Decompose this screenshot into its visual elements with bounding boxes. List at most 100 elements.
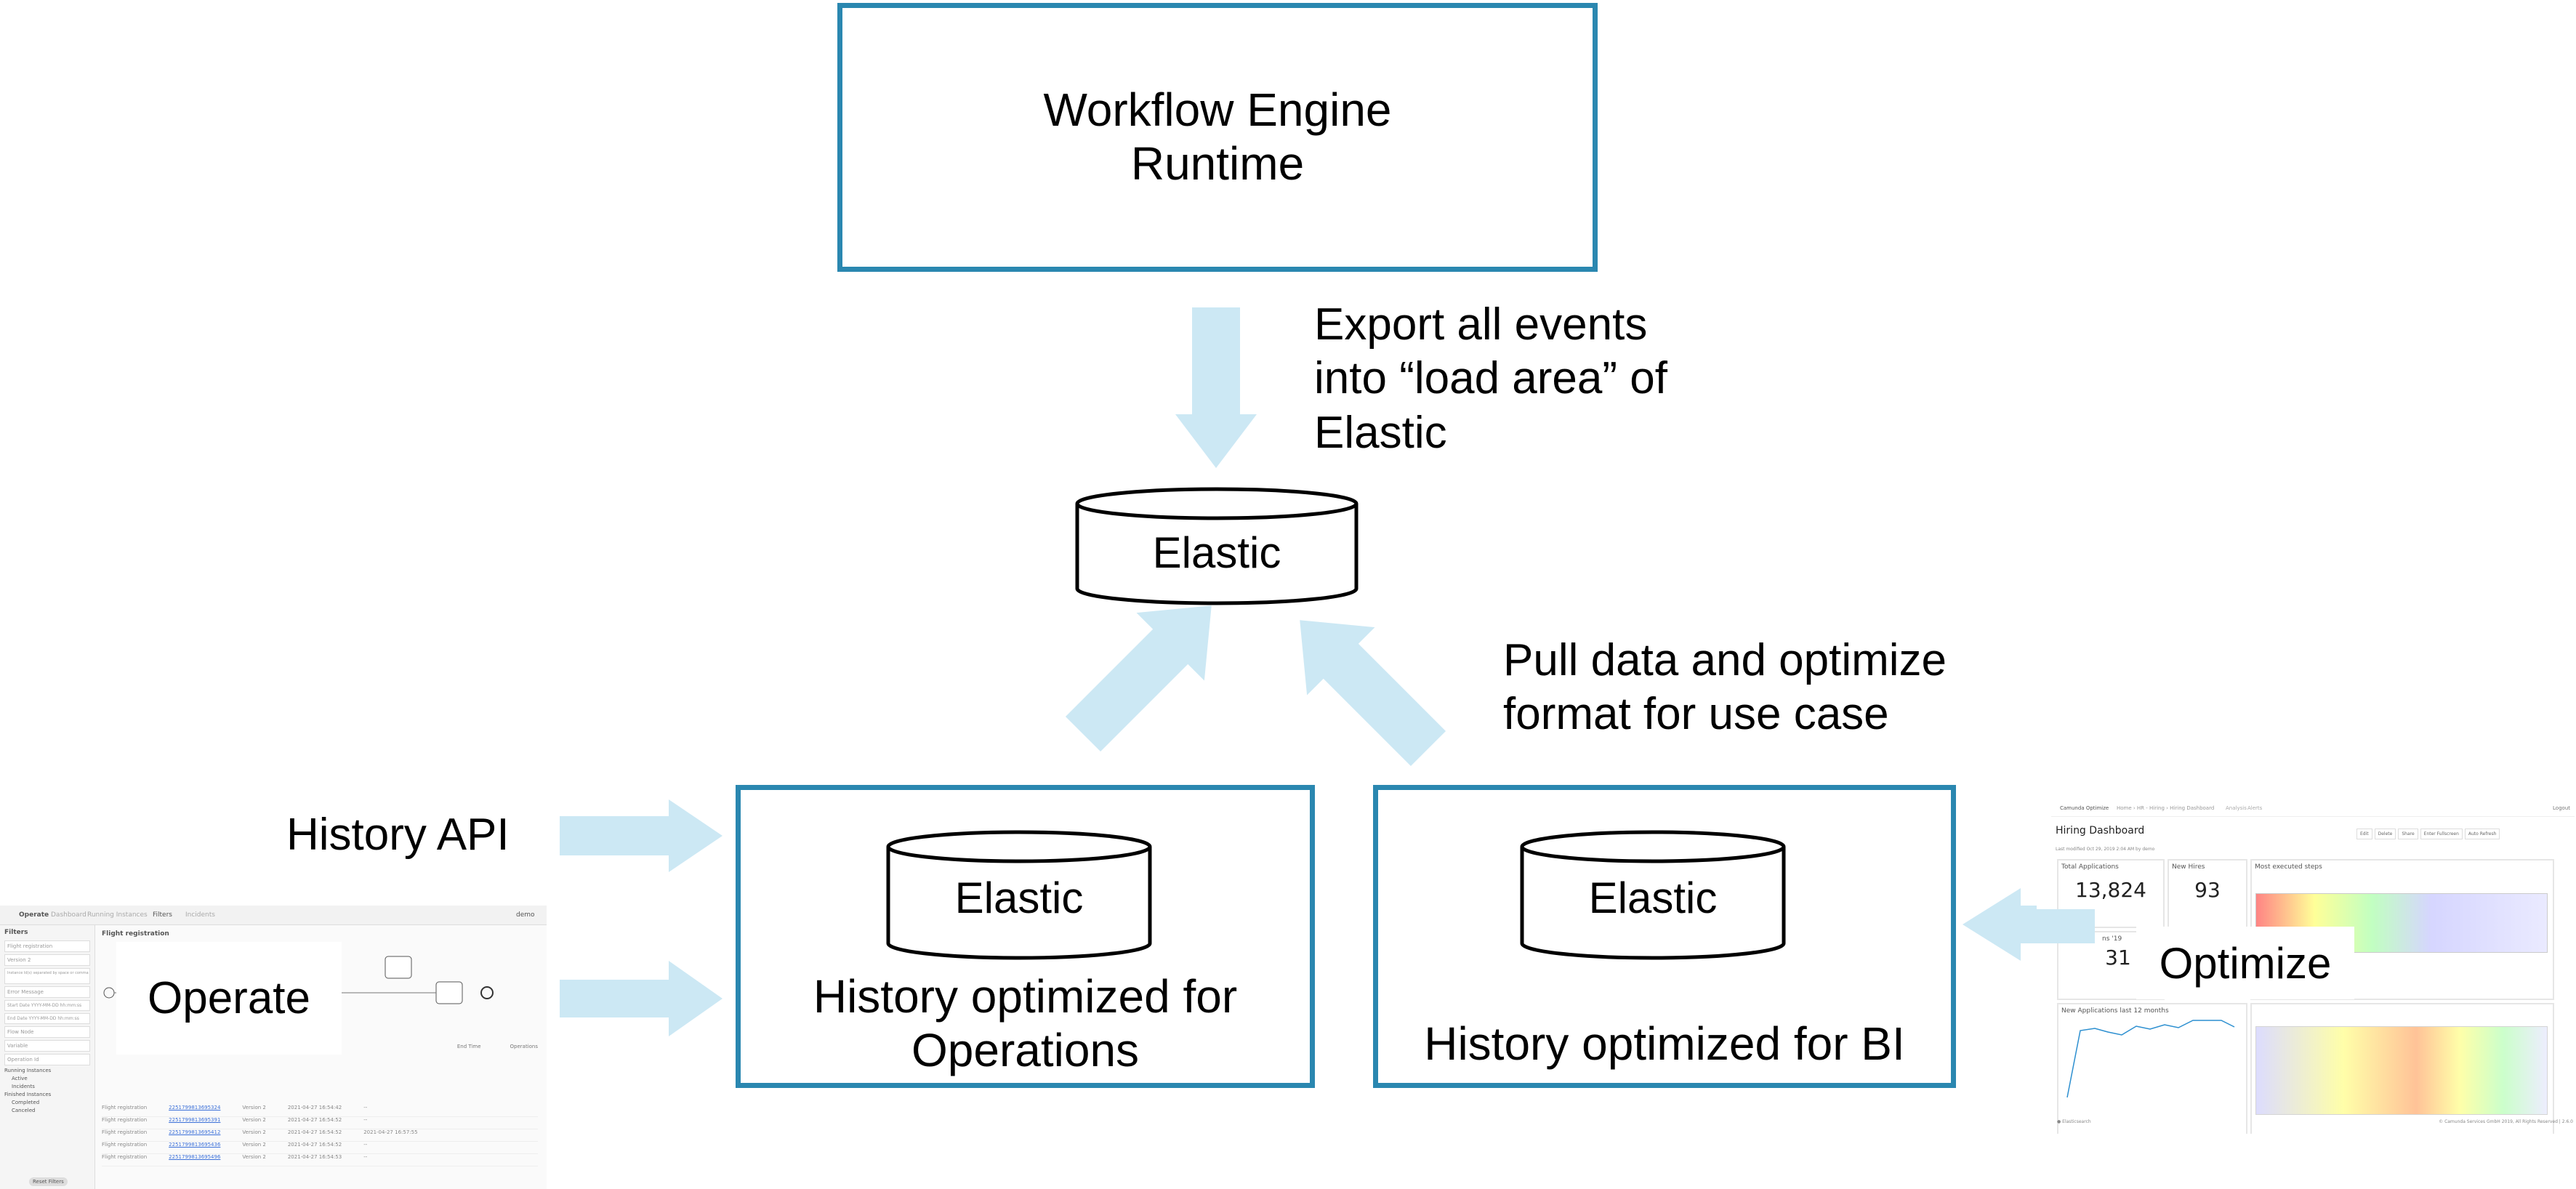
pull-note: Pull data and optimize format for use ca…: [1503, 634, 1947, 742]
optimize-button-enter-fullscreen[interactable]: Enter Fullscreen: [2420, 829, 2463, 839]
heatmap-diagram-2: [2255, 1026, 2548, 1115]
row-version: Version 2: [242, 1105, 266, 1111]
operate-check-finished[interactable]: Finished Instances: [4, 1092, 52, 1097]
row-version: Version 2: [242, 1154, 266, 1160]
optimize-nav-alerts[interactable]: Alerts: [2247, 805, 2263, 811]
row-end: --: [363, 1117, 368, 1123]
optimize-button-delete[interactable]: Delete: [2374, 829, 2396, 839]
runtime-line1: Workflow Engine: [1043, 84, 1392, 137]
row-name: Flight registration: [102, 1105, 148, 1111]
row-id[interactable]: 2251799813695412: [169, 1129, 221, 1135]
row-version: Version 2: [242, 1129, 266, 1135]
operate-nav-filters[interactable]: Filters: [153, 911, 172, 919]
operate-check-completed[interactable]: Completed: [12, 1100, 40, 1105]
optimize-arrow-tail: [2037, 909, 2095, 943]
optimize-footer-right: © Camunda Services GmbH 2019, All Rights…: [2439, 1119, 2573, 1124]
optimize-brand[interactable]: Camunda Optimize: [2060, 805, 2109, 811]
row-end: --: [363, 1105, 368, 1111]
row-start: 2021-04-27 16:54:52: [287, 1117, 342, 1123]
optimize-header: Camunda Optimize Home › HR - Hiring › Hi…: [2051, 803, 2575, 817]
row-id[interactable]: 2251799813695391: [169, 1117, 221, 1123]
optimize-button-auto-refresh[interactable]: Auto Refresh: [2464, 829, 2500, 839]
row-id[interactable]: 2251799813695496: [169, 1154, 221, 1160]
bi-elastic-label: Elastic: [1588, 873, 1718, 922]
operate-user-menu[interactable]: demo: [516, 911, 535, 919]
row-version: Version 2: [242, 1142, 266, 1148]
applications-line-chart: [2066, 1020, 2235, 1098]
tile-total-value: 13,824: [2075, 878, 2146, 902]
operate-check-canceled[interactable]: Canceled: [12, 1108, 36, 1113]
col-end-time[interactable]: End Time: [456, 1044, 481, 1049]
ops-caption-line1: History optimized for: [813, 970, 1238, 1023]
operate-nav-incidents[interactable]: Incidents: [185, 911, 215, 919]
row-end: --: [363, 1154, 368, 1160]
ops-caption-line2: Operations: [911, 1023, 1140, 1076]
row-name: Flight registration: [102, 1117, 148, 1123]
tile-steps-label: Most executed steps: [2255, 863, 2322, 871]
optimize-breadcrumb[interactable]: Home › HR - Hiring › Hiring Dashboard: [2117, 805, 2215, 811]
operate-filter-version[interactable]: Version 2: [4, 954, 90, 966]
export-note-line1: Export all events: [1314, 299, 1648, 350]
row-id[interactable]: 2251799813695324: [169, 1105, 221, 1111]
ops-to-elastic-arrow: [1065, 605, 1212, 752]
row-start: 2021-04-27 16:54:42: [287, 1105, 342, 1111]
operate-filter-flownode[interactable]: Flow Node: [4, 1026, 90, 1038]
row-end: --: [363, 1142, 368, 1148]
operate-nav-home[interactable]: Operate: [19, 911, 49, 919]
history-bi-box: [1373, 785, 1956, 1088]
tile-ytd-label: ns '19: [2102, 935, 2122, 943]
elastic-cylinder-bi: [1520, 830, 1786, 960]
optimize-modified: Last modified Oct 29, 2019 2:04 AM by de…: [2056, 847, 2155, 852]
optimize-overlay-label: Optimize: [2136, 927, 2354, 999]
row-version: Version 2: [242, 1117, 266, 1123]
operate-process-title: Flight registration: [102, 930, 169, 938]
operate-nav-dashboard[interactable]: Dashboard: [51, 911, 86, 919]
operate-filters-panel: Filters Flight registration Version 2 In…: [0, 925, 95, 1189]
row-id[interactable]: 2251799813695436: [169, 1142, 221, 1148]
operate-check-running[interactable]: Running Instances: [4, 1068, 52, 1073]
operate-filter-end-date[interactable]: End Date YYYY-MM-DD hh:mm:ss: [4, 1013, 90, 1024]
pull-note-line2: format for use case: [1503, 689, 1889, 740]
operate-filters-title: Filters: [4, 929, 28, 936]
bi-box-caption: History optimized for BI: [1424, 1017, 1905, 1070]
tile-new-applications-chart: New Applications last 12 months: [2057, 1003, 2247, 1134]
operate-filter-variable[interactable]: Variable: [4, 1040, 90, 1052]
operate-filter-instance-ids[interactable]: Instance Id(s) separated by space or com…: [4, 968, 90, 984]
optimize-nav-analysis[interactable]: Analysis: [2226, 805, 2247, 811]
workflow-engine-runtime-box: Workflow Engine Runtime: [837, 3, 1598, 272]
operate-table-header: End Time Operations: [102, 1044, 538, 1054]
table-row[interactable]: Flight registration 2251799813695391 Versi…: [102, 1117, 538, 1129]
export-arrow: [1175, 307, 1257, 468]
operate-arrow: [560, 961, 723, 1036]
row-end: 2021-04-27 16:57:55: [363, 1129, 418, 1135]
optimize-button-share[interactable]: Share: [2398, 829, 2418, 839]
export-note-line3: Elastic: [1314, 407, 1447, 458]
table-row[interactable]: Flight registration 2251799813695436 Versi…: [102, 1142, 538, 1154]
operate-nav-running[interactable]: Running Instances: [87, 911, 148, 919]
optimize-logout[interactable]: Logout: [2553, 805, 2570, 811]
export-note: Export all events into “load area” of El…: [1314, 298, 1667, 460]
tile-ytd-value: 31: [2105, 946, 2131, 970]
operate-filter-operation-id[interactable]: Operation Id: [4, 1054, 90, 1065]
operate-check-incidents[interactable]: Incidents: [12, 1084, 35, 1089]
operate-header: Operate Dashboard Running Instances Filt…: [0, 906, 547, 925]
row-start: 2021-04-27 16:54:52: [287, 1142, 342, 1148]
tile-hires-label: New Hires: [2172, 863, 2205, 871]
operate-filter-error[interactable]: Error Message: [4, 986, 90, 998]
operate-reset-filters-button[interactable]: Reset Filters: [29, 1177, 68, 1186]
ops-box-caption: History optimized for Operations: [736, 970, 1315, 1077]
history-operations-box: [736, 785, 1315, 1088]
operate-check-active[interactable]: Active: [12, 1076, 28, 1081]
optimize-button-edit[interactable]: Edit: [2356, 829, 2372, 839]
operate-filter-start-date[interactable]: Start Date YYYY-MM-DD hh:mm:ss: [4, 1000, 90, 1011]
row-name: Flight registration: [102, 1142, 148, 1148]
tile-new-hires: New Hires 93: [2168, 859, 2247, 928]
table-row[interactable]: Flight registration 2251799813695324 Versi…: [102, 1105, 538, 1117]
pull-note-line1: Pull data and optimize: [1503, 635, 1947, 685]
operate-filter-process[interactable]: Flight registration: [4, 940, 90, 952]
